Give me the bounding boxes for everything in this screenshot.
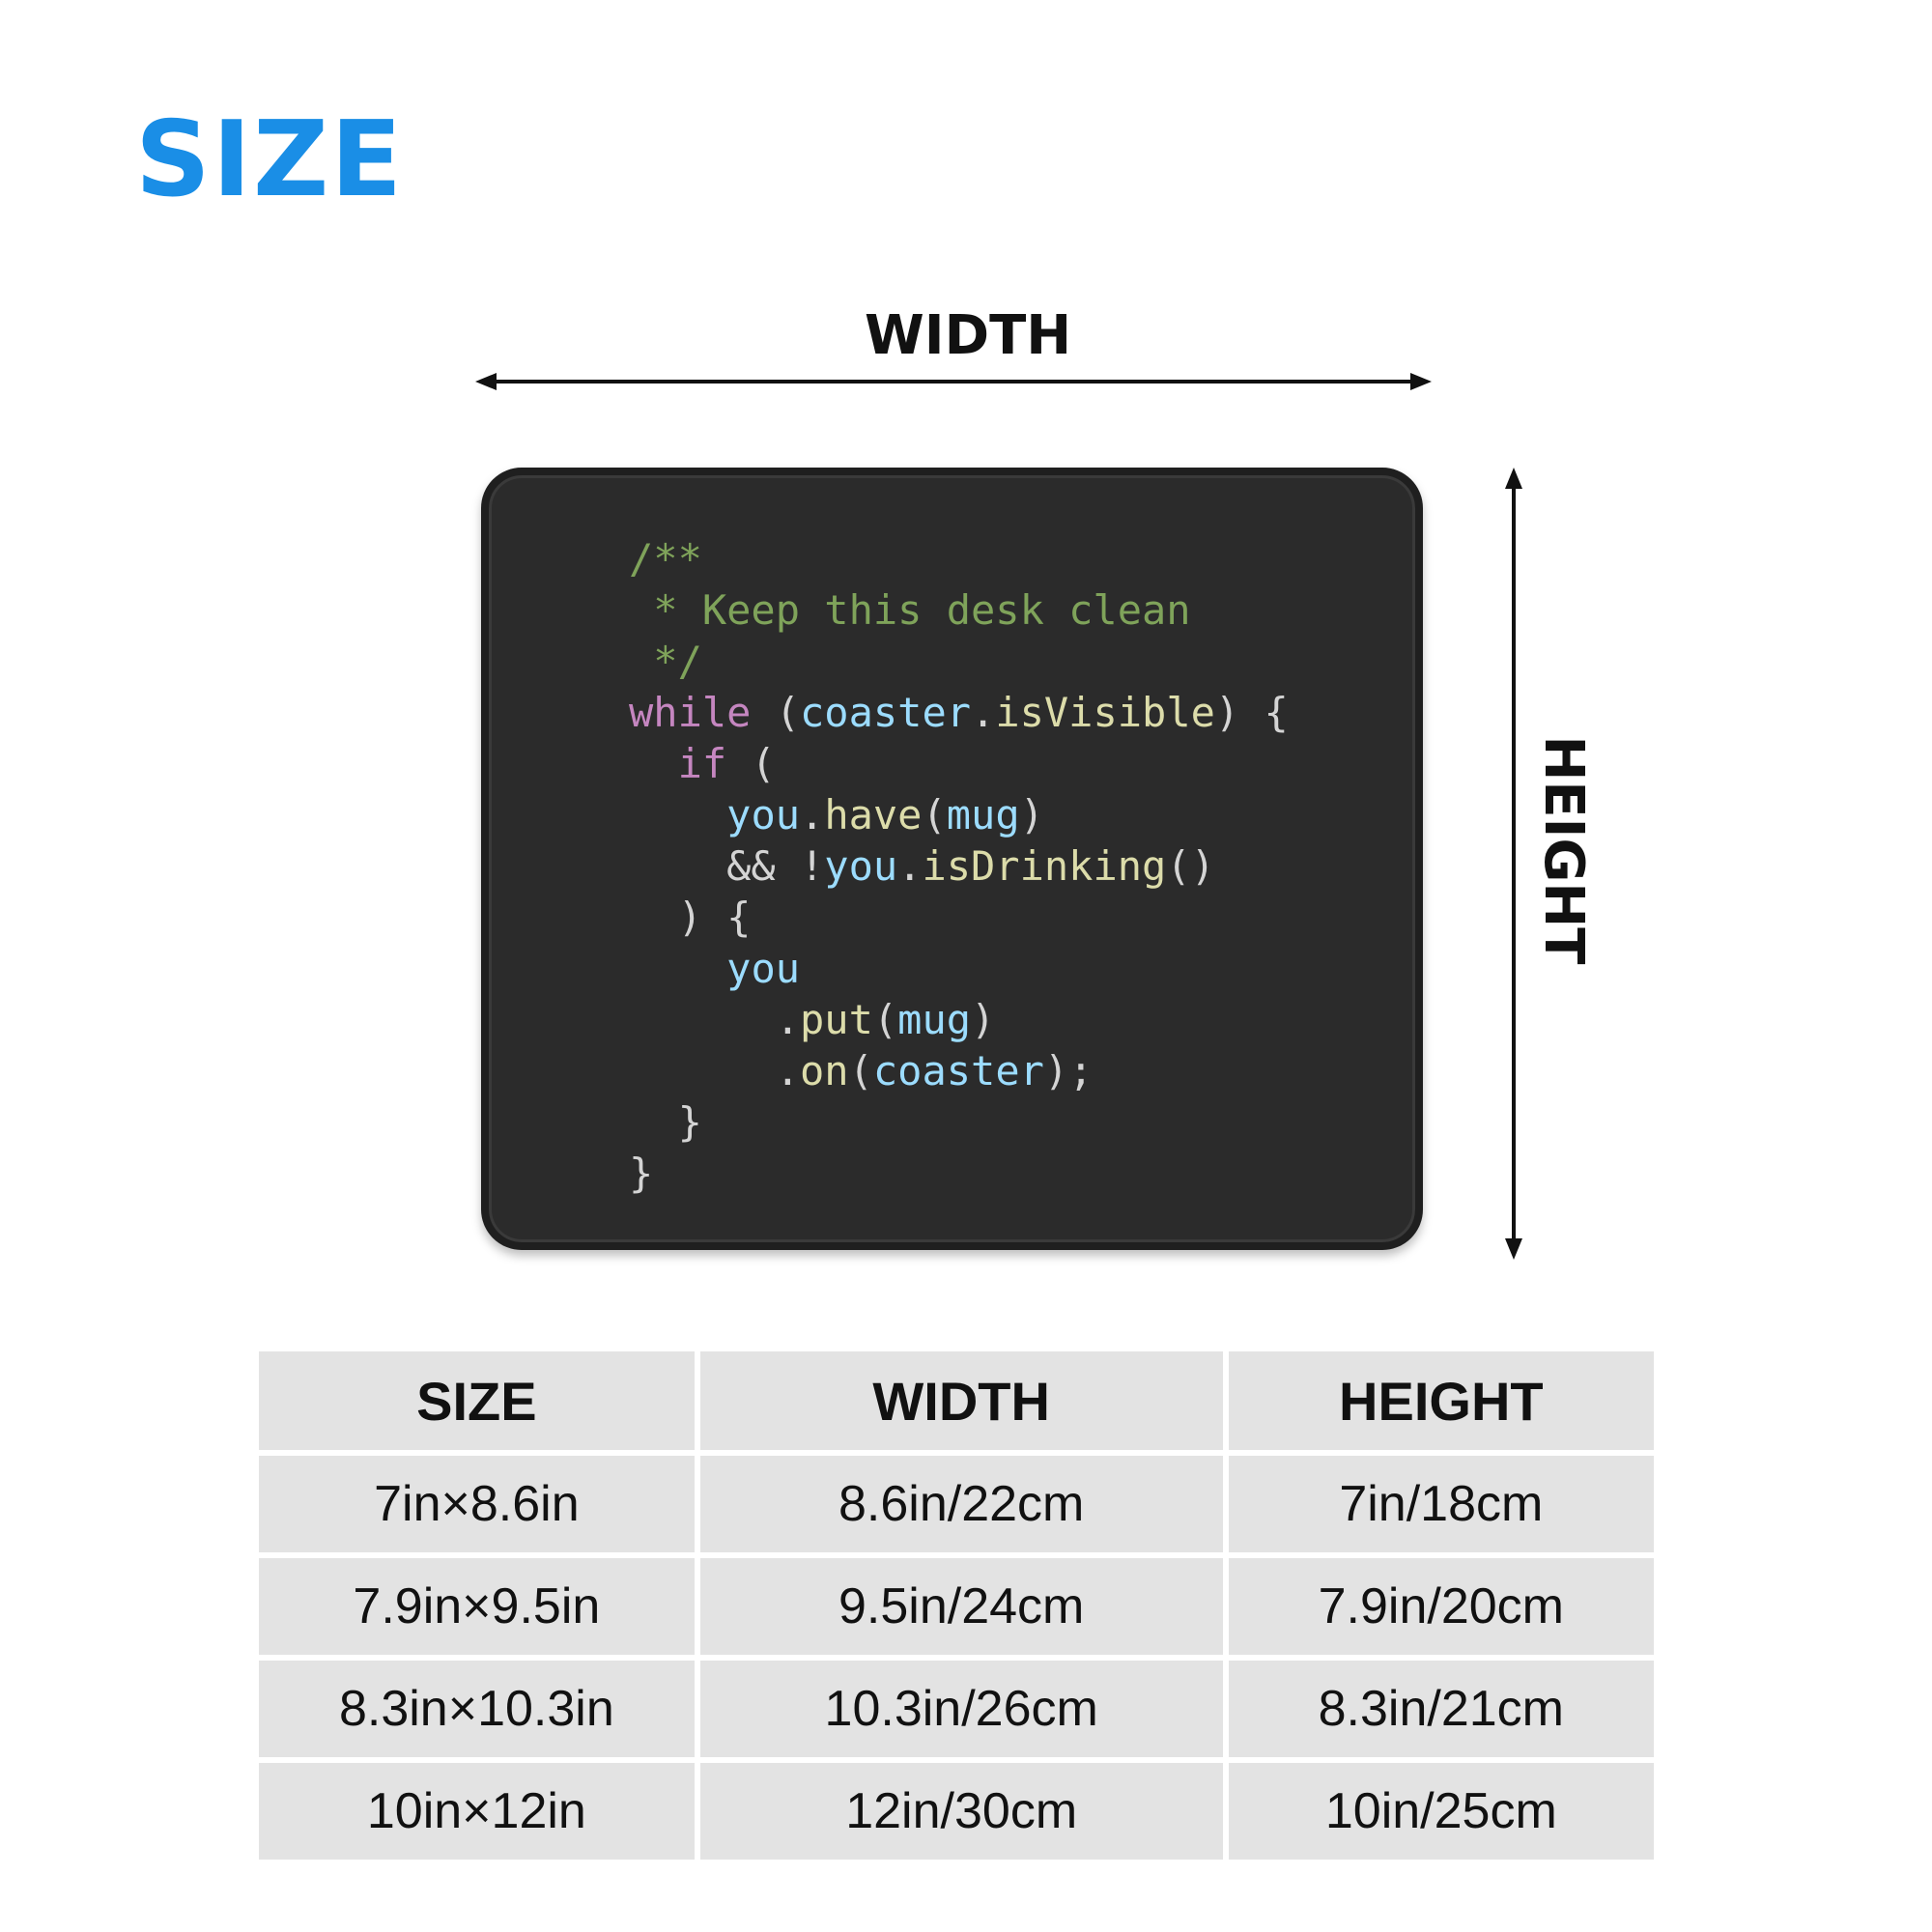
code-line: you.have(mug) (629, 789, 1289, 840)
code-line: */ (629, 636, 1289, 687)
code-line: && !you.isDrinking() (629, 840, 1289, 892)
cell-height: 7.9in/20cm (1228, 1558, 1654, 1655)
code-token: ); (1043, 1047, 1094, 1094)
height-arrow (1505, 468, 1522, 1260)
code-token: /** (629, 535, 702, 582)
code-token: mug (897, 996, 972, 1043)
code-token: you (824, 842, 898, 890)
cell-size: 8.3in×10.3in (259, 1661, 695, 1757)
code-line: .on(coaster); (629, 1045, 1289, 1096)
code-token: } (629, 1150, 654, 1197)
cell-size: 10in×12in (259, 1763, 695, 1860)
code-token: ( (726, 740, 776, 787)
code-token (629, 791, 726, 838)
code-token (629, 945, 726, 992)
width-label: WIDTH (865, 304, 1072, 367)
header-height: HEIGHT (1228, 1351, 1654, 1450)
mouse-pad-image: /** * Keep this desk clean */while (coas… (481, 468, 1423, 1250)
code-token: put (800, 996, 873, 1043)
code-token: } (629, 1098, 702, 1146)
code-token: ) (971, 996, 996, 1043)
code-token: ) (1019, 791, 1044, 838)
code-line: } (629, 1148, 1289, 1199)
header-width: WIDTH (699, 1351, 1223, 1450)
code-token: && ! (629, 842, 825, 890)
code-token: mug (946, 791, 1020, 838)
cell-width: 8.6in/22cm (699, 1456, 1223, 1552)
table-header-row: SIZE WIDTH HEIGHT (259, 1351, 1654, 1450)
height-label: HEIGHT (1532, 735, 1595, 965)
code-token: isVisible (995, 689, 1215, 736)
code-line: * Keep this desk clean (629, 584, 1289, 636)
cell-size: 7.9in×9.5in (259, 1558, 695, 1655)
code-token: . (897, 842, 923, 890)
size-table: SIZE WIDTH HEIGHT 7in×8.6in 8.6in/22cm 7… (253, 1346, 1660, 1865)
code-line: ) { (629, 892, 1289, 943)
table-row: 8.3in×10.3in 10.3in/26cm 8.3in/21cm (259, 1661, 1654, 1757)
code-token: . (629, 996, 801, 1043)
code-token: ( (922, 791, 947, 838)
code-line: you (629, 943, 1289, 994)
cell-height: 10in/25cm (1228, 1763, 1654, 1860)
code-token (629, 740, 678, 787)
code-token: ( (848, 1047, 873, 1094)
code-token: you (726, 791, 801, 838)
code-token: ( (872, 996, 898, 1043)
code-line: .put(mug) (629, 994, 1289, 1045)
cell-width: 9.5in/24cm (699, 1558, 1223, 1655)
code-token: coaster (800, 689, 972, 736)
code-token: while (629, 689, 752, 736)
code-token: ( (751, 689, 801, 736)
cell-width: 10.3in/26cm (699, 1661, 1223, 1757)
code-token: if (677, 740, 727, 787)
table-row: 7.9in×9.5in 9.5in/24cm 7.9in/20cm (259, 1558, 1654, 1655)
page-title: SIZE (135, 99, 405, 220)
code-token: . (800, 791, 825, 838)
table-row: 7in×8.6in 8.6in/22cm 7in/18cm (259, 1456, 1654, 1552)
header-size: SIZE (259, 1351, 695, 1450)
code-line: } (629, 1096, 1289, 1148)
width-arrow (475, 373, 1432, 390)
code-token: on (800, 1047, 849, 1094)
cell-size: 7in×8.6in (259, 1456, 695, 1552)
code-token: ) { (629, 894, 752, 941)
code-line: while (coaster.isVisible) { (629, 687, 1289, 738)
code-token: have (824, 791, 923, 838)
code-line: /** (629, 533, 1289, 584)
code-token: coaster (872, 1047, 1044, 1094)
cell-height: 7in/18cm (1228, 1456, 1654, 1552)
code-token: */ (629, 638, 702, 685)
cell-width: 12in/30cm (699, 1763, 1223, 1860)
code-line: if ( (629, 738, 1289, 789)
code-token: . (629, 1047, 801, 1094)
code-token: you (726, 945, 801, 992)
code-token: . (971, 689, 996, 736)
code-token: isDrinking (922, 842, 1167, 890)
cell-height: 8.3in/21cm (1228, 1661, 1654, 1757)
code-token: * Keep this desk clean (629, 586, 1191, 634)
code-token: () (1166, 842, 1215, 890)
code-token: ) { (1214, 689, 1289, 736)
code-snippet: /** * Keep this desk clean */while (coas… (629, 533, 1289, 1199)
table-row: 10in×12in 12in/30cm 10in/25cm (259, 1763, 1654, 1860)
